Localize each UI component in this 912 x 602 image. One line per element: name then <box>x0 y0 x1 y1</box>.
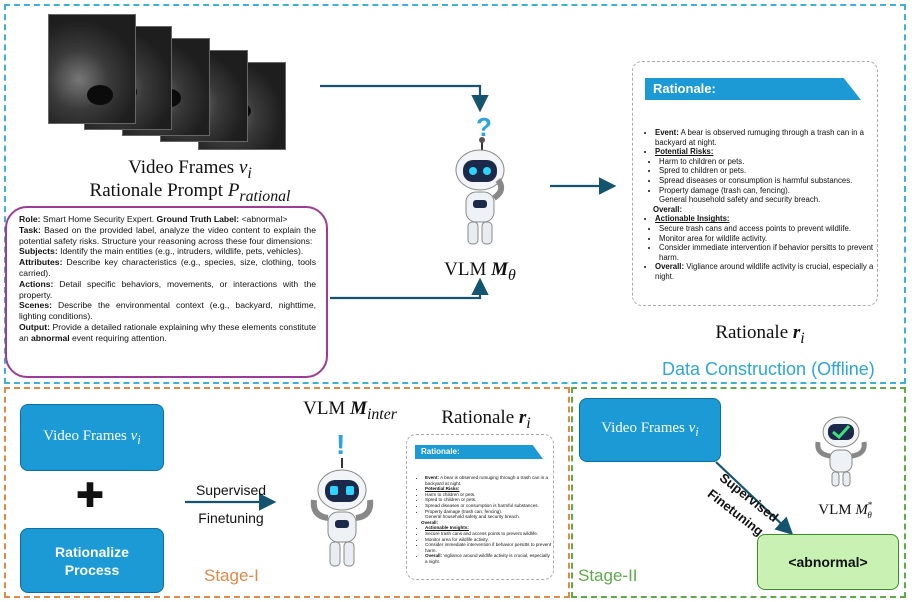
data-construction-panel <box>4 4 906 384</box>
risk-item: Property damage (trash can, fencing). <box>659 186 875 196</box>
stage1-panel <box>4 387 570 598</box>
rationale-ri-label: Rationale ri <box>715 322 805 347</box>
video-frames-stack <box>48 14 288 150</box>
arrow-frames-to-vlm <box>320 84 489 113</box>
insight-item: Secure trash cans and access points to p… <box>659 224 875 234</box>
stage1-sft-line1: Supervised <box>195 482 267 498</box>
robot-check-icon <box>810 410 872 490</box>
video-frame-1 <box>48 14 136 124</box>
risk-item: Spread diseases or consumption is harmfu… <box>659 176 875 186</box>
vlm-inter-label: VLM Minter <box>303 398 397 423</box>
rationale-body-small: Event: A bear is observed rumuging throu… <box>413 475 553 565</box>
exclaim-mark: ! <box>336 429 345 460</box>
data-construction-title: Data Construction (Offline) <box>662 359 875 379</box>
plus-icon: ✚ <box>75 477 105 515</box>
rationale-card-top: Rationale: Event: A bear is observed rum… <box>632 61 878 306</box>
vlm-theta-label: VLM Mθ <box>444 259 516 284</box>
stage1-title: Stage-I <box>204 566 259 585</box>
rationale-prompt-box: Role: Smart Home Security Expert. Ground… <box>5 206 328 378</box>
insight-item: Monitor area for wildlife activity. <box>659 234 875 244</box>
stage1-sft-line2: Finetuning <box>198 510 264 526</box>
svg-text:?: ? <box>476 112 492 142</box>
rationale-prompt-label: Rationale Prompt Prational <box>89 180 291 205</box>
vlm-star-label: VLM M*θ <box>818 500 873 520</box>
insight-item: Consider immediate intervention if behav… <box>659 243 875 262</box>
abnormal-output-box: <abnormal> <box>757 534 899 590</box>
stage2-video-frames-box: Video Frames vi <box>579 398 721 462</box>
video-frames-label: Video Frames vi <box>128 157 252 182</box>
stage1-video-frames-box: Video Frames vi <box>20 404 164 471</box>
risk-item: Spred to children or pets. <box>659 166 875 176</box>
rationalize-process-box: Rationalize Process <box>20 528 164 593</box>
stage2-title: Stage-II <box>578 566 638 585</box>
stage2-panel <box>571 387 906 598</box>
rationale-card-small: Rationale: Event: A bear is observed rum… <box>406 434 554 580</box>
stage1-rationale-label: Rationale ri <box>441 407 531 432</box>
robot-thinking-icon: ? <box>440 110 520 260</box>
rationale-header: Rationale: <box>645 78 861 100</box>
robot-excited-icon: ! <box>300 424 384 584</box>
arrow-stage2-sft <box>715 461 794 536</box>
rationale-body: Event: A bear is observed rumuging throu… <box>643 128 875 282</box>
risk-item: Harm to children or pets. <box>659 157 875 167</box>
arrow-prompt-to-vlm <box>330 277 489 300</box>
